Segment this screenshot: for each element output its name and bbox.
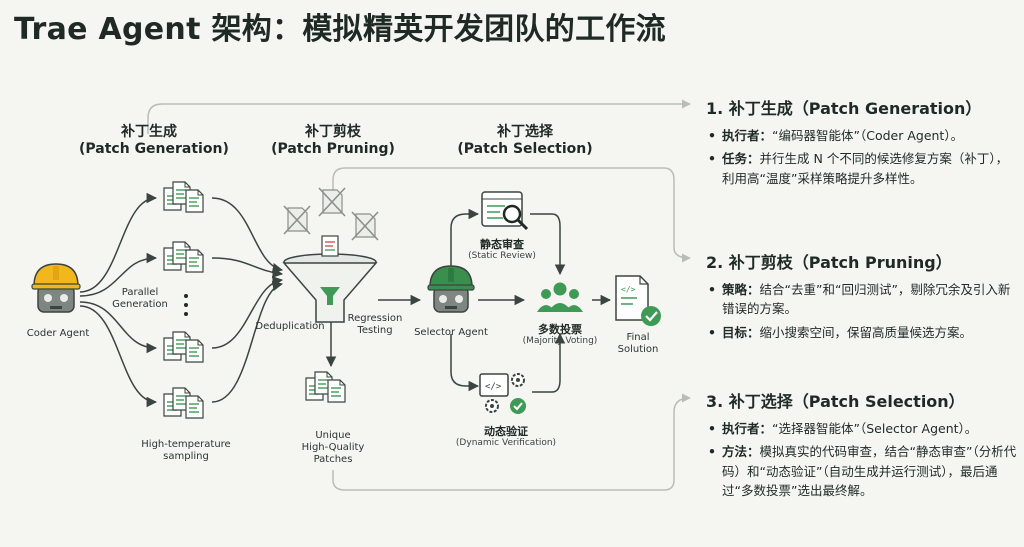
bullet-item: 任务：并行生成 N 个不同的候选修复方案（补丁），利用高“温度”采样策略提升多样… <box>706 149 1018 188</box>
page-title: Trae Agent 架构：模拟精英开发团队的工作流 <box>14 12 666 47</box>
panel-section-generation: 1. 补丁生成（Patch Generation） 执行者：“编码器智能体”（C… <box>706 95 1018 192</box>
deduplication-label: Deduplication <box>255 321 325 332</box>
stage-selection-heading: 补丁选择 (Patch Selection) <box>457 124 593 157</box>
coder-agent-label: Coder Agent <box>26 328 90 339</box>
bullet-item: 执行者：“选择器智能体”（Selector Agent）。 <box>706 419 1018 439</box>
selector-arrows <box>450 208 612 393</box>
coder-agent-robot-icon <box>31 263 81 313</box>
svg-text:</>: </> <box>621 285 636 294</box>
section-title: 1. 补丁生成（Patch Generation） <box>706 99 982 118</box>
dynamic-verification-icon: </> <box>479 373 526 414</box>
ellipsis-dots <box>184 294 188 316</box>
unique-patches-label: Unique High-Quality Patches <box>301 430 365 465</box>
static-review-icon <box>481 191 529 231</box>
patch-stack-2 <box>164 242 203 272</box>
unique-patches-stack <box>306 372 345 402</box>
final-solution-icon: </> <box>615 275 661 326</box>
majority-voting-icon <box>537 282 583 312</box>
section-title: 3. 补丁选择（Patch Selection） <box>706 392 965 411</box>
section-title: 2. 补丁剪枝（Patch Pruning） <box>706 253 952 272</box>
regression-testing-label: Regression Testing <box>347 313 403 336</box>
bullet-item: 方法：模拟真实的代码审查，结合“静态审查”（分析代码）和“动态验证”（自动生成并… <box>706 442 1018 500</box>
selector-agent-label: Selector Agent <box>414 327 488 338</box>
selector-agent-robot-icon <box>427 265 475 313</box>
parallel-generation-label: Parallel Generation <box>112 287 168 310</box>
bullet-item: 策略：结合“去重”和“回归测试”，剔除冗余及引入新错误的方案。 <box>706 280 1018 319</box>
bullet-item: 执行者：“编码器智能体”（Coder Agent）。 <box>706 126 1018 146</box>
bullet-item: 目标：缩小搜索空间，保留高质量候选方案。 <box>706 323 1018 343</box>
section-connectors <box>147 99 691 491</box>
panel-section-selection: 3. 补丁选择（Patch Selection） 执行者：“选择器智能体”（Se… <box>706 388 1018 505</box>
rejected-patch-icon <box>283 187 379 241</box>
panel-section-pruning: 2. 补丁剪枝（Patch Pruning） 策略：结合“去重”和“回归测试”，… <box>706 249 1018 346</box>
high-temperature-label: High-temperature sampling <box>141 439 231 462</box>
funnel-icon <box>282 235 378 323</box>
majority-voting-label: 多数投票 (Majority Voting) <box>522 323 598 347</box>
static-review-label: 静态审查 (Static Review) <box>468 238 536 262</box>
stage-pruning-heading: 补丁剪枝 (Patch Pruning) <box>271 124 395 157</box>
patch-stack-1 <box>164 182 203 212</box>
patch-stack-3 <box>164 332 203 362</box>
dynamic-verification-label: 动态验证 (Dynamic Verification) <box>455 425 557 449</box>
patch-stack-4 <box>164 388 203 418</box>
generation-arrows <box>79 192 158 408</box>
funnel-input-arrows <box>211 197 284 403</box>
final-solution-label: Final Solution <box>617 332 659 355</box>
stage-generation-heading: 补丁生成 (Patch Generation) <box>79 124 229 157</box>
svg-text:</>: </> <box>485 382 502 392</box>
